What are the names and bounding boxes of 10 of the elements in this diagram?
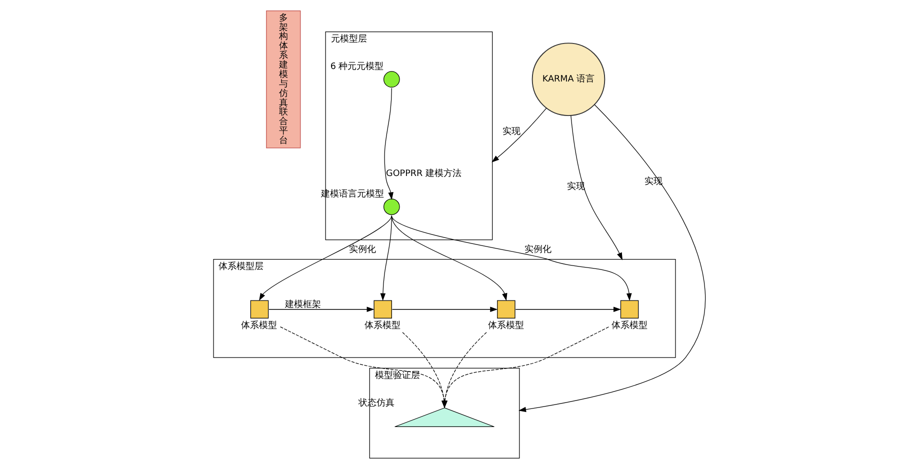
node-label: 体系模型	[488, 320, 524, 331]
node-label: 体系模型	[241, 320, 278, 331]
node-label: 体系模型	[611, 320, 648, 331]
node-label: 6 种元元模型	[330, 62, 384, 72]
node-label: 体系模型	[364, 320, 401, 331]
edge-label: 实例化	[524, 244, 552, 255]
edge-label: 实现	[502, 126, 520, 137]
edge-label: GOPPRR 建模方法	[386, 168, 462, 179]
edge-label: 实例化	[348, 244, 376, 255]
edge-label: 建模框架	[284, 300, 321, 310]
